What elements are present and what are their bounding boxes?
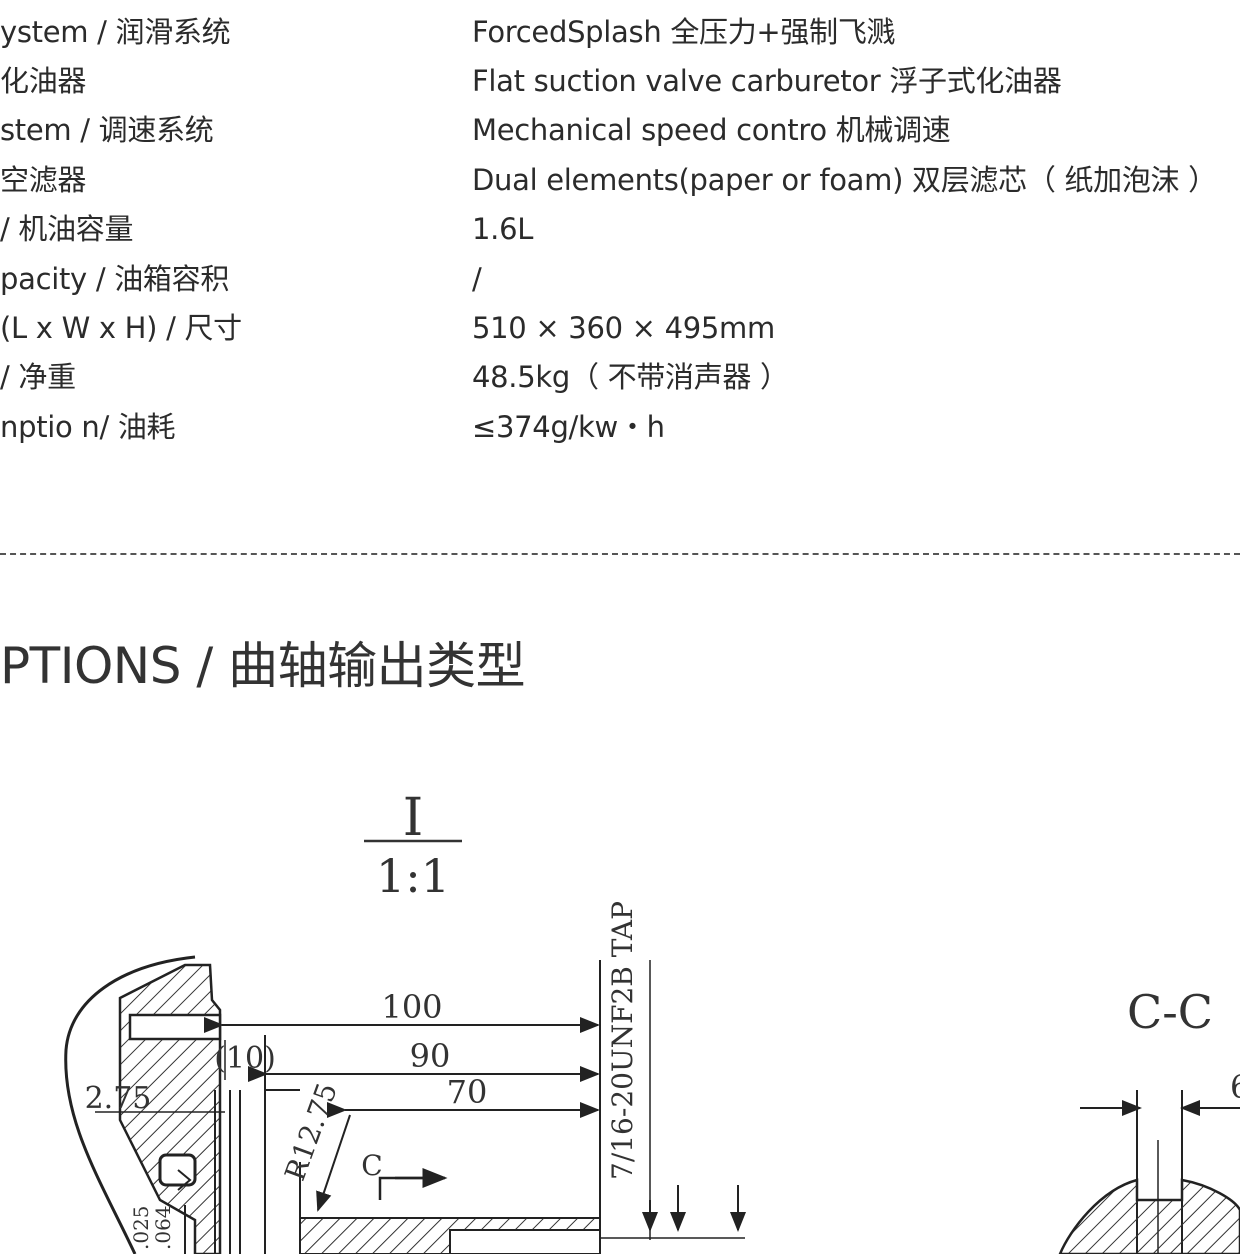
spec-value: Flat suction valve carburetor 浮子式化油器 (472, 64, 1062, 98)
spec-label: nptio n/ 油耗 (0, 410, 176, 444)
spec-value: Dual elements(paper or foam) 双层滤芯（ 纸加泡沫 … (472, 163, 1217, 197)
housing-curve (64, 955, 196, 1254)
spec-value: 1.6L (472, 212, 534, 246)
spec-row-air-filter: 空滤器 Dual elements(paper or foam) 双层滤芯（ 纸… (0, 158, 1240, 202)
tap-label: 7/16-20UNF2B TAP (606, 901, 639, 1180)
section-mark: C (361, 1149, 382, 1182)
seal-lip (177, 1169, 192, 1191)
spec-label: / 机油容量 (0, 212, 134, 246)
section-cc-title: C-C (1127, 985, 1213, 1039)
spec-row-net-weight: / 净重 48.5kg（ 不带消声器 ） (0, 355, 1240, 399)
spec-row-fuel-consumption: nptio n/ 油耗 ≤374g/kw・h (0, 405, 1240, 449)
spec-label: (L x W x H) / 尺寸 (0, 311, 242, 345)
dim-label-10: (10) (214, 1041, 276, 1076)
scale-bottom: 1:1 (376, 849, 450, 903)
spec-row-lubrication: ystem / 润滑系统 ForcedSplash 全压力+强制飞溅 (0, 10, 1240, 54)
section-heading: PTIONS / 曲轴输出类型 (0, 637, 526, 695)
dim-label-100: 100 (381, 988, 442, 1026)
section-cut-line (378, 1176, 440, 1200)
spec-value: / (472, 262, 482, 296)
threaded-bore (449, 1229, 601, 1254)
spec-row-dimensions: (L x W x H) / 尺寸 510 × 360 × 495mm (0, 306, 1240, 350)
cc-shaft-section (1058, 1178, 1240, 1254)
spec-label: pacity / 油箱容积 (0, 262, 230, 296)
section-cc-dim: 6 (1230, 1068, 1240, 1106)
spec-row-governor: stem / 调速系统 Mechanical speed contro 机械调速 (0, 108, 1240, 152)
dim-label-70: 70 (447, 1073, 488, 1111)
crankshaft-drawing: I 1:1 100 90 70 (10) 2.75 R12.75 (0, 760, 1240, 1254)
spec-label: ystem / 润滑系统 (0, 15, 231, 49)
drawing-svg: I 1:1 100 90 70 (10) 2.75 R12.75 (64, 788, 1240, 1254)
spec-value: ≤374g/kw・h (472, 410, 665, 444)
spec-label: 空滤器 (0, 163, 87, 197)
spec-row-carburetor: 化油器 Flat suction valve carburetor 浮子式化油器 (0, 59, 1240, 103)
spec-value: Mechanical speed contro 机械调速 (472, 113, 951, 147)
dashed-divider (0, 553, 1240, 555)
spec-value: ForcedSplash 全压力+强制飞溅 (472, 15, 896, 49)
tolerance-a: .025 (129, 1205, 153, 1250)
spec-label: stem / 调速系统 (0, 113, 214, 147)
spec-label: / 净重 (0, 360, 76, 394)
keyway-slot (128, 1013, 222, 1041)
dim-label-r1275: R12.75 (278, 1079, 344, 1185)
dim-label-90: 90 (410, 1037, 451, 1075)
spec-row-oil-capacity: / 机油容量 1.6L (0, 207, 1240, 251)
dim-label-275: 2.75 (85, 1081, 152, 1116)
tolerance-b: .064 (151, 1205, 175, 1250)
spec-label: 化油器 (0, 64, 87, 98)
spec-value: 48.5kg（ 不带消声器 ） (472, 360, 789, 394)
radius-leader (316, 1114, 351, 1212)
spec-row-fuel-tank: pacity / 油箱容积 / (0, 257, 1240, 301)
spec-value: 510 × 360 × 495mm (472, 311, 775, 345)
scale-top: I (403, 788, 424, 848)
